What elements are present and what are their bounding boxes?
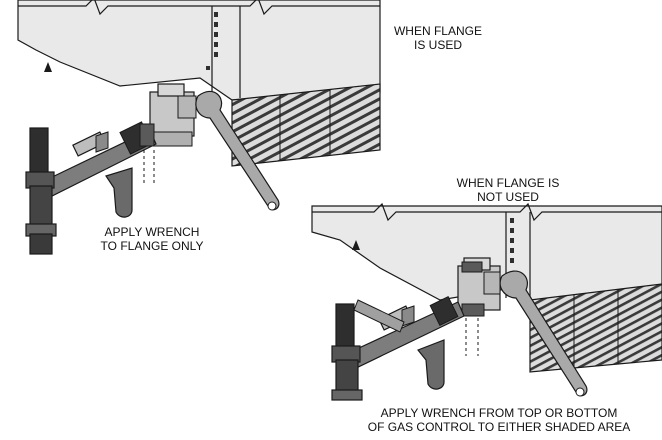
gas-control-shaded-area-bottom: [461, 303, 485, 317]
inlet-pipe-bottom: [353, 299, 405, 333]
wrench-top: [195, 90, 280, 211]
shutoff-valve-top: [72, 131, 109, 157]
break-line-top: [18, 0, 380, 16]
union-fitting-bottom: [417, 339, 445, 390]
label-line: WHEN FLANGE IS: [456, 176, 560, 190]
flange-shaded-area: [139, 123, 155, 147]
control-panel-vents-bottom: [510, 218, 514, 263]
label-when-flange-used: WHEN FLANGE IS USED: [382, 24, 494, 52]
wrench-bottom: [499, 270, 588, 397]
vertical-pipe-bottom: [331, 303, 363, 401]
control-panel-vents: [206, 12, 218, 70]
vertical-pipe-top: [25, 127, 57, 255]
union-fitting-top: [105, 167, 133, 218]
label-line: WHEN FLANGE: [393, 24, 482, 38]
label-when-flange-not-used: WHEN FLANGE IS NOT USED: [428, 176, 588, 204]
label-apply-wrench-to-flange: APPLY WRENCH TO FLANGE ONLY: [78, 225, 226, 253]
label-apply-wrench-gas-control: APPLY WRENCH FROM TOP OR BOTTOM OF GAS C…: [338, 406, 660, 434]
gas-control-shaded-area-top: [461, 261, 483, 273]
label-line: IS USED: [413, 38, 462, 52]
label-line: TO FLANGE ONLY: [100, 239, 204, 253]
label-line: APPLY WRENCH: [104, 225, 200, 239]
break-line-bottom: [312, 202, 662, 222]
appliance-cabinet-top: [17, 0, 381, 101]
label-line: NOT USED: [477, 190, 539, 204]
gas-control-valve-top: [149, 83, 197, 147]
bottom-illustration: [311, 202, 662, 401]
top-illustration: [17, 0, 381, 255]
label-line: OF GAS CONTROL TO EITHER SHADED AREA: [367, 420, 631, 434]
label-line: APPLY WRENCH FROM TOP OR BOTTOM: [380, 406, 618, 420]
